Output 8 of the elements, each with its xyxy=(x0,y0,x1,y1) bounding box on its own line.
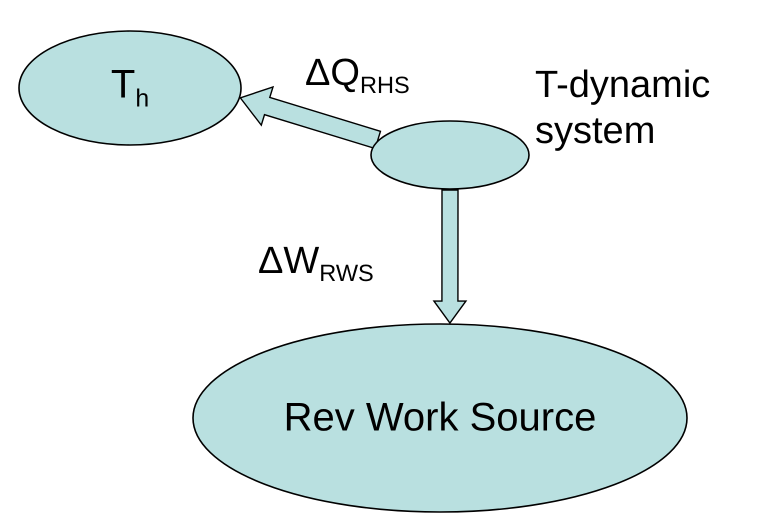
block-arrow xyxy=(432,189,468,324)
ellipse-node xyxy=(192,323,688,513)
ellipse-node xyxy=(18,30,242,146)
block-arrow xyxy=(239,86,382,150)
node-label: T$_{h}$ xyxy=(110,62,150,114)
node-caption: T-dynamic system xyxy=(535,63,712,154)
ellipse-node xyxy=(370,120,530,190)
node-label: Rev Work Source xyxy=(284,396,596,440)
